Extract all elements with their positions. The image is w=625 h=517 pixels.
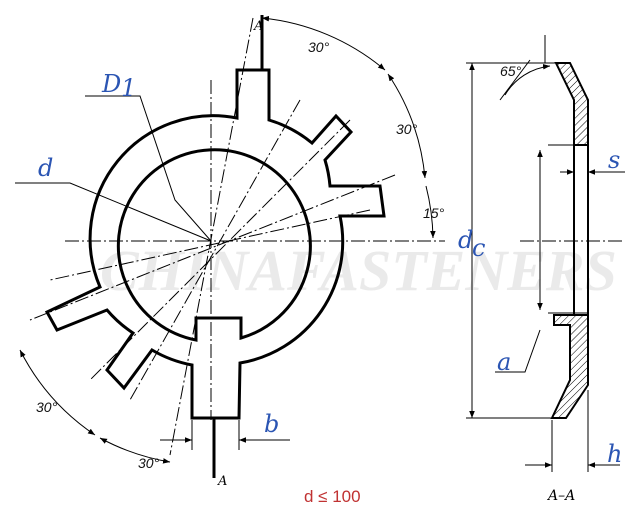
section-mark-top: A — [253, 19, 263, 34]
label-b: b — [264, 410, 279, 438]
dim-arc-top-30 — [261, 15, 386, 71]
cone-65-line — [499, 59, 531, 101]
section-profile-bottom — [550, 314, 589, 419]
inner-bore — [116, 148, 312, 342]
radial-centerline-1 — [89, 119, 351, 381]
leader-a — [495, 329, 541, 373]
washer-outline — [44, 68, 386, 420]
centerlines — [29, 17, 445, 456]
watermark: CHINAFASTENERS — [100, 238, 617, 303]
label-s: s — [608, 146, 620, 174]
leader-d — [15, 182, 212, 242]
angle-label-left-30: 30° — [36, 399, 58, 415]
angle-label-65: 65° — [500, 63, 522, 79]
section-mark-bottom: A — [217, 474, 227, 489]
angle-label-right-30: 30° — [396, 121, 418, 137]
dim-arc-right-30 — [387, 73, 428, 179]
label-a: a — [497, 348, 511, 376]
dim-arc-left-30 — [19, 349, 96, 436]
radial-centerline-3 — [129, 99, 301, 401]
section-title: A–A — [546, 488, 575, 504]
angle-label-top-30: 30° — [308, 39, 330, 55]
angle-label-bottom-30: 30° — [138, 455, 160, 471]
condition-note: d ≤ 100 — [304, 487, 361, 506]
label-d: d — [38, 154, 53, 182]
leader-D1 — [85, 95, 212, 242]
angle-label-15: 15° — [423, 205, 445, 221]
label-dc-sub: c — [472, 234, 485, 262]
dim-arc-65 — [504, 63, 551, 96]
dim-arc-15 — [425, 185, 436, 239]
label-D1-sub: 1 — [121, 74, 136, 102]
label-h: h — [607, 440, 622, 468]
dim-arc-bottom-30 — [99, 437, 171, 464]
label-D1: D — [101, 70, 121, 98]
section-profile-top — [554, 62, 589, 146]
label-dc: d — [458, 226, 473, 254]
radial-centerline-4 — [49, 209, 371, 281]
section-line-A — [169, 17, 254, 456]
